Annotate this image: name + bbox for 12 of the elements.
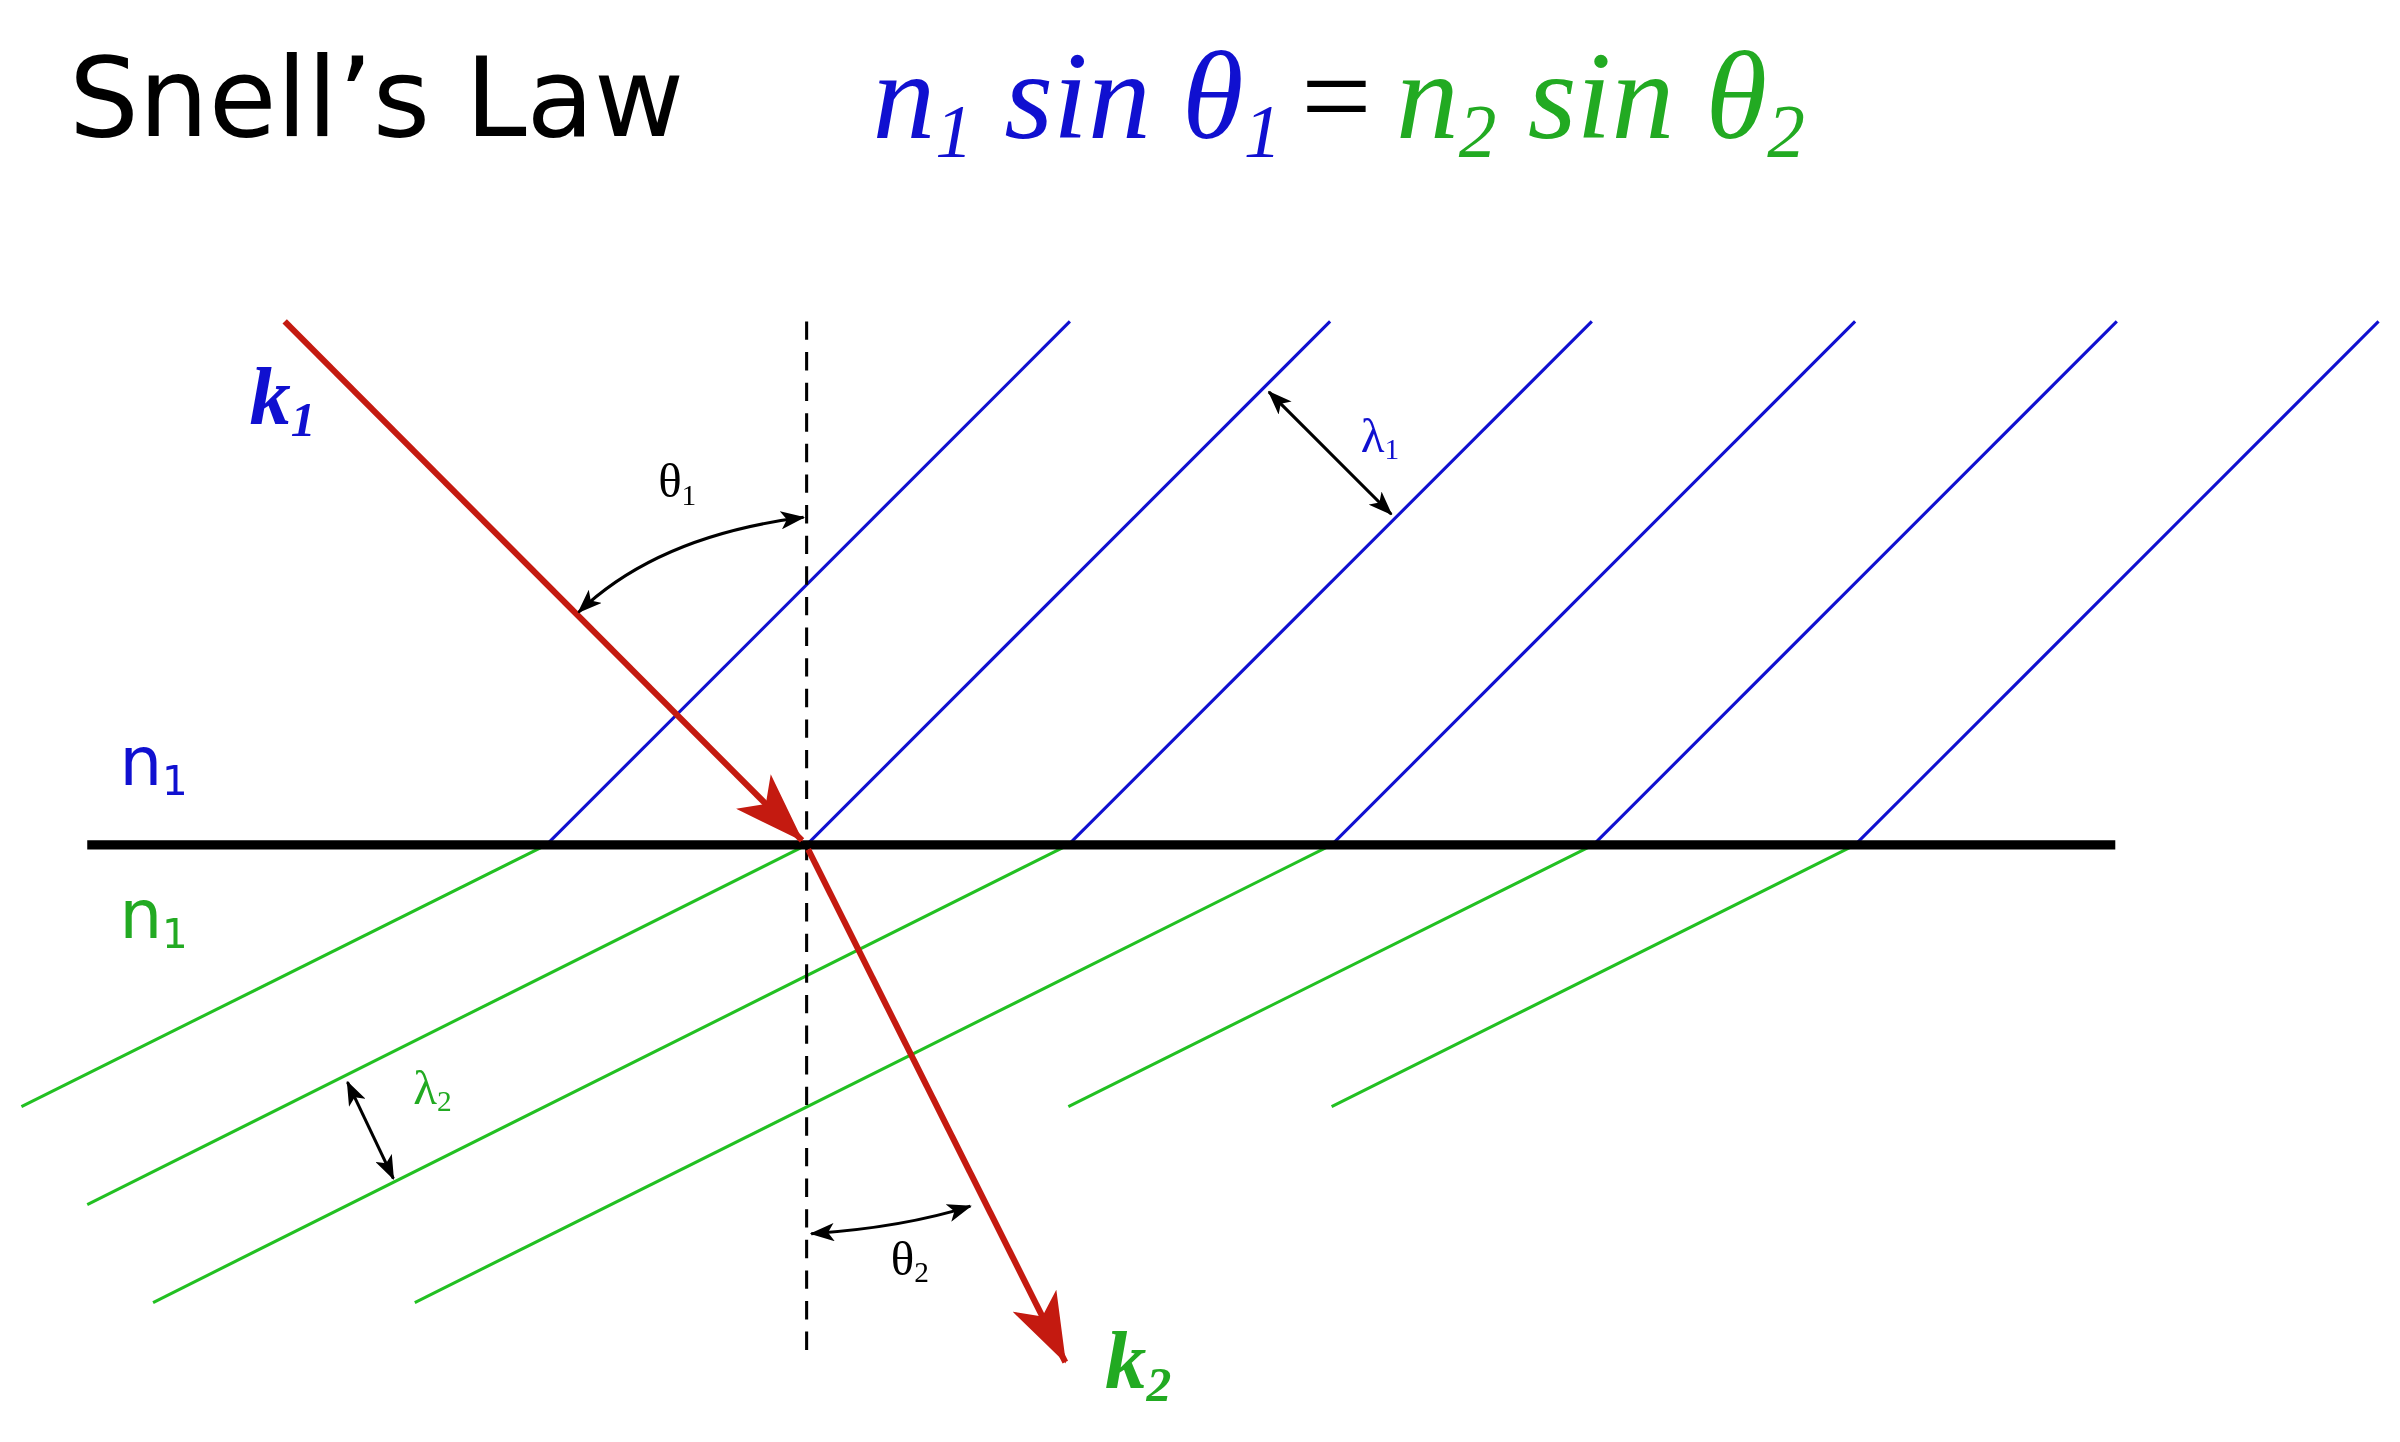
medium-label: n$_{1}$ (119, 881, 188, 949)
wavelength-label: λ$_{1}$ (1360, 410, 1400, 460)
vector-label: k$_{2}$ (1105, 1319, 1172, 1403)
title: Snell’s Law (68, 42, 685, 154)
equation: n$_{1}$ sin θ$_{1}$ (872, 33, 1282, 160)
vector-label: k$_{1}$ (249, 355, 316, 438)
equation: n$_{2}$ sin θ$_{2}$ (1395, 33, 1805, 160)
equation: = (1301, 33, 1372, 160)
wavelength-label: λ$_{2}$ (413, 1062, 452, 1112)
angle-label: θ$_{1}$ (658, 456, 697, 506)
medium-label: n$_{1}$ (119, 728, 188, 796)
angle-label: θ$_{2}$ (890, 1233, 929, 1283)
